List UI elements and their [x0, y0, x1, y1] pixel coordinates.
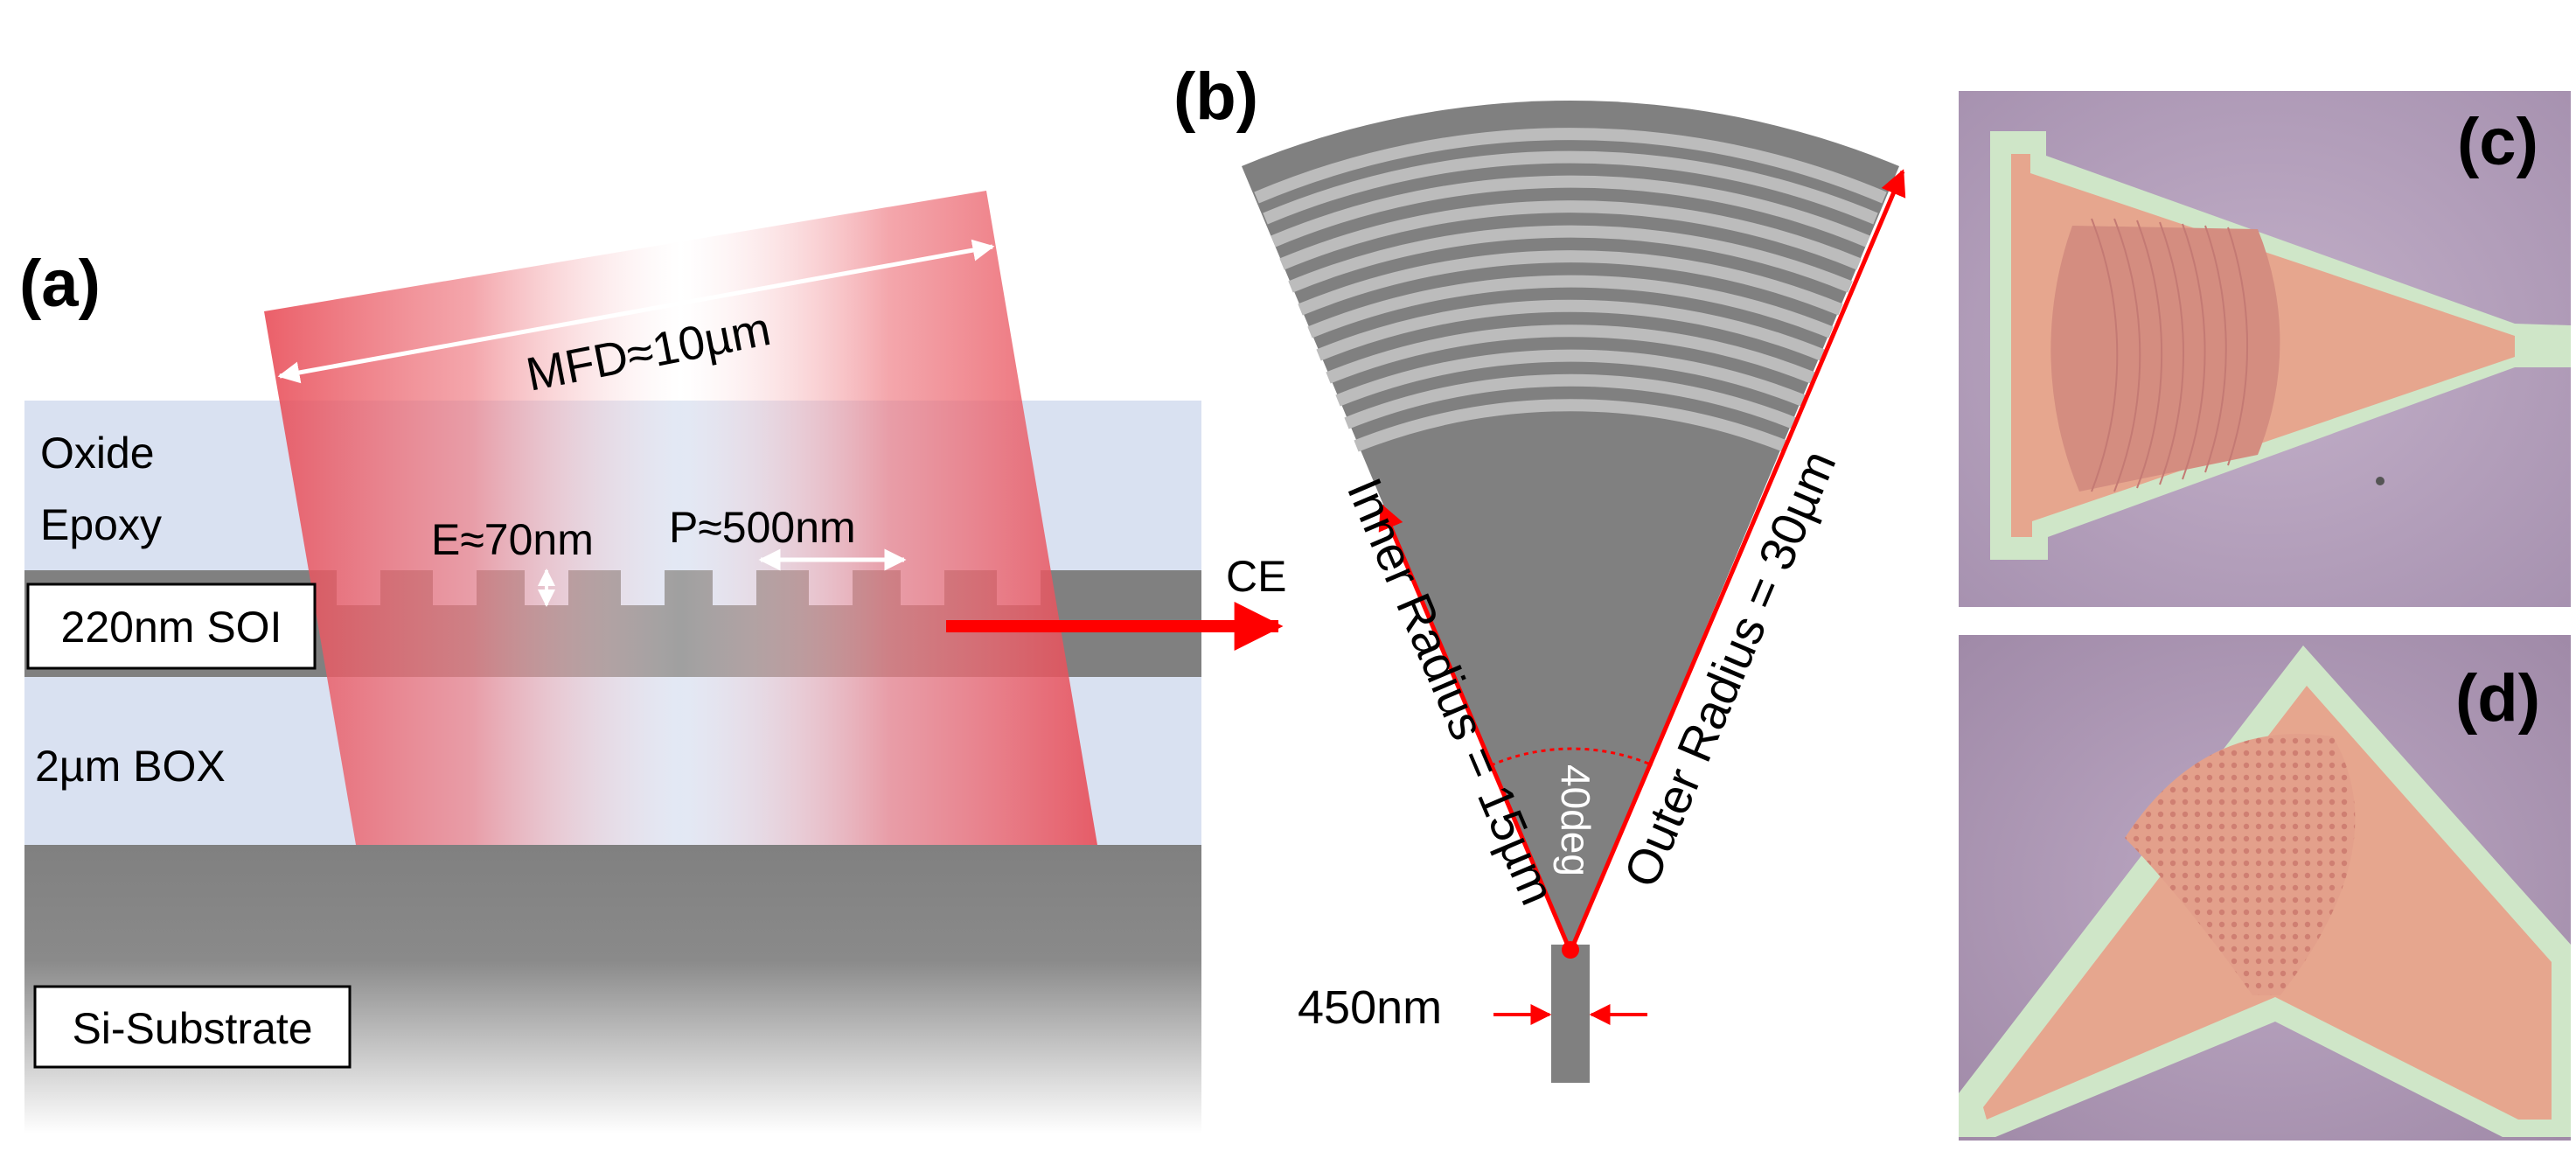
soi-label-box: [26, 583, 317, 670]
substrate-label: Si-Substrate: [72, 1004, 312, 1053]
box-label: 2µm BOX: [35, 742, 226, 791]
oxide-label: Oxide: [40, 429, 155, 478]
taper-origin-dot: [1562, 941, 1579, 959]
etch-label: E≈70nm: [431, 515, 594, 564]
inner-radius-arrow: [1378, 503, 1573, 952]
input-waveguide: [1551, 945, 1590, 1083]
photo-c-grating-lines: [2091, 218, 2248, 492]
outer-radius-arrow: [1568, 169, 1906, 952]
panel-c-micrograph: (c): [1959, 91, 2571, 607]
period-label: P≈500nm: [669, 503, 856, 552]
panel-d-micrograph: (d): [1959, 635, 2571, 1141]
substrate-label-box: [33, 985, 352, 1069]
photo-c-speck: [2376, 477, 2385, 485]
angle-label: 40deg: [1553, 764, 1598, 876]
soi-label: 220nm SOI: [61, 603, 282, 652]
grating-rings: [1254, 128, 1887, 452]
panel-c-label: (c): [2457, 105, 2538, 179]
taper: [1242, 100, 1899, 952]
ce-label: CE: [1226, 552, 1286, 601]
panel-b-label: (b): [1173, 59, 1258, 134]
width-label: 450nm: [1298, 981, 1442, 1034]
panel-a-label: (a): [19, 247, 101, 321]
photo-d-grating: [2125, 733, 2356, 995]
photo-c-grating: [2050, 226, 2280, 492]
epoxy-label: Epoxy: [40, 500, 162, 549]
panel-d-label: (d): [2455, 661, 2540, 736]
panel-a: MFD≈10µm E≈70nm P≈500nm (a) Oxide Epoxy …: [19, 191, 1286, 1134]
angle-arc: [1490, 747, 1654, 767]
mfd-dimension-arrow: [277, 239, 995, 384]
